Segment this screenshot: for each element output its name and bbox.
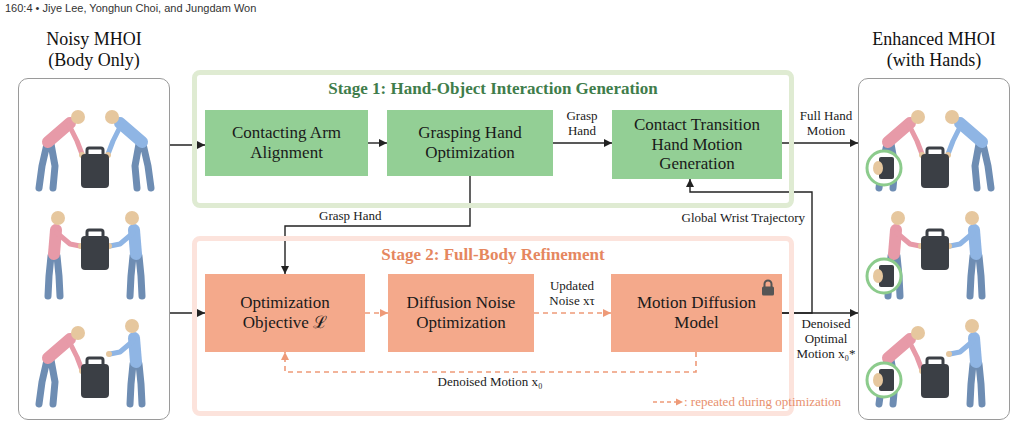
edge-label: Grasp Hand xyxy=(318,209,382,224)
scene xyxy=(48,211,142,296)
connector xyxy=(553,139,612,147)
legend-entry: : repeated during optimization xyxy=(652,393,841,410)
stage-band: Stage 1: Hand-Object Interaction Generat… xyxy=(192,70,794,208)
connector xyxy=(368,139,387,147)
arrowhead xyxy=(850,309,858,317)
scene xyxy=(888,211,982,296)
arrowhead xyxy=(197,309,205,317)
stage-title: Stage 2: Full-Body Refinement xyxy=(197,245,789,265)
connector-line xyxy=(534,312,611,314)
input-panel: Noisy MHOI (Body Only) xyxy=(18,78,170,420)
dashed-connector xyxy=(365,309,388,317)
connector-line xyxy=(285,352,696,372)
output-panel: Enhanced MHOI (with Hands) xyxy=(858,78,1010,420)
stage-title: Stage 1: Hand-Object Interaction Generat… xyxy=(197,79,789,99)
edge-label: Grasp Hand xyxy=(554,109,610,139)
dashed-connector xyxy=(281,352,696,372)
edge-label: Updated Noise xτ xyxy=(537,279,607,309)
lock-body xyxy=(762,287,774,296)
legend-sample xyxy=(652,397,684,407)
arrowhead xyxy=(676,399,683,406)
process-box: Contacting Arm Alignment xyxy=(205,110,368,176)
arrowhead xyxy=(197,141,205,149)
arrowhead xyxy=(850,139,858,147)
page-header: 160:4 • Jiye Lee, Yonghun Choi, and Jung… xyxy=(5,2,256,14)
arrowhead xyxy=(604,139,612,147)
lock-icon xyxy=(761,279,775,296)
edge-label: Denoised Motion x₀ xyxy=(437,375,544,390)
hand-inset xyxy=(867,363,901,397)
edge-label: Denoised Optimal Motion x₀* xyxy=(795,317,857,362)
legend-text: : repeated during optimization xyxy=(684,394,841,409)
process-box: Motion Diffusion Model xyxy=(611,274,782,352)
panel-heading: Enhanced MHOI (with Hands) xyxy=(867,29,1002,70)
connector xyxy=(170,141,205,149)
scene xyxy=(39,319,142,404)
box-label: Contact Transition Hand Motion Generatio… xyxy=(620,115,774,174)
scene xyxy=(39,110,151,188)
process-box: Optimization Objective ℒ xyxy=(205,274,365,352)
arrowhead xyxy=(281,266,289,274)
arrowhead xyxy=(380,309,388,317)
process-box: Contact Transition Hand Motion Generatio… xyxy=(612,110,782,179)
edge-label: Global Wrist Trajectory xyxy=(681,211,806,226)
lock-shackle xyxy=(765,281,772,288)
box-label: Grasping Hand Optimization xyxy=(395,123,545,162)
edge-label: Full Hand Motion xyxy=(796,109,856,139)
hand-inset xyxy=(867,259,901,293)
arrowhead xyxy=(379,139,387,147)
dashed-connector xyxy=(534,309,611,317)
panel-heading: Noisy MHOI (Body Only) xyxy=(27,29,162,70)
hand-inset xyxy=(867,151,901,185)
arrowhead xyxy=(603,309,611,317)
box-label: Motion Diffusion Model xyxy=(619,293,774,332)
process-box: Diffusion Noise Optimization xyxy=(388,274,534,352)
box-label: Optimization Objective ℒ xyxy=(213,293,357,332)
box-label: Contacting Arm Alignment xyxy=(213,123,360,162)
arrowhead xyxy=(281,352,289,360)
arrowhead xyxy=(686,179,694,187)
process-box: Grasping Hand Optimization xyxy=(387,110,553,176)
box-label: Diffusion Noise Optimization xyxy=(396,293,526,332)
connector xyxy=(170,309,205,317)
connector-line xyxy=(553,142,612,143)
dashed-line xyxy=(653,401,677,403)
